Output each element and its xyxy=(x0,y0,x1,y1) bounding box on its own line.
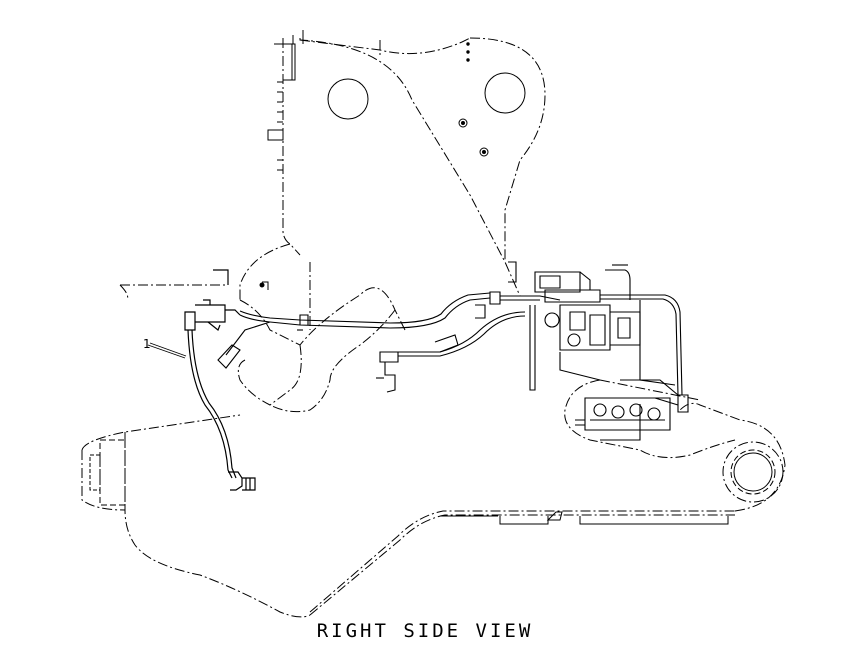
lower-valve-cluster xyxy=(575,397,679,441)
valve-feed-line xyxy=(217,311,526,393)
valve-bank xyxy=(508,261,641,391)
boom-return-line xyxy=(440,511,729,525)
callout-leader-1 xyxy=(149,342,187,357)
bracket-pin-bores xyxy=(327,42,526,157)
view-title: RIGHT SIDE VIEW xyxy=(316,620,534,642)
upper-frame-outline xyxy=(239,37,546,300)
right-fitting xyxy=(259,262,311,330)
return-line-loop xyxy=(600,294,689,413)
callout-number-1: 1 xyxy=(143,337,151,351)
boom-pivot xyxy=(722,441,784,503)
left-fitting-cluster xyxy=(184,269,241,331)
left-mount-plate xyxy=(267,30,304,171)
supply-lines xyxy=(239,291,561,331)
hose-1 xyxy=(147,329,256,491)
boom-outline xyxy=(81,284,786,618)
boom-heel xyxy=(81,439,126,511)
